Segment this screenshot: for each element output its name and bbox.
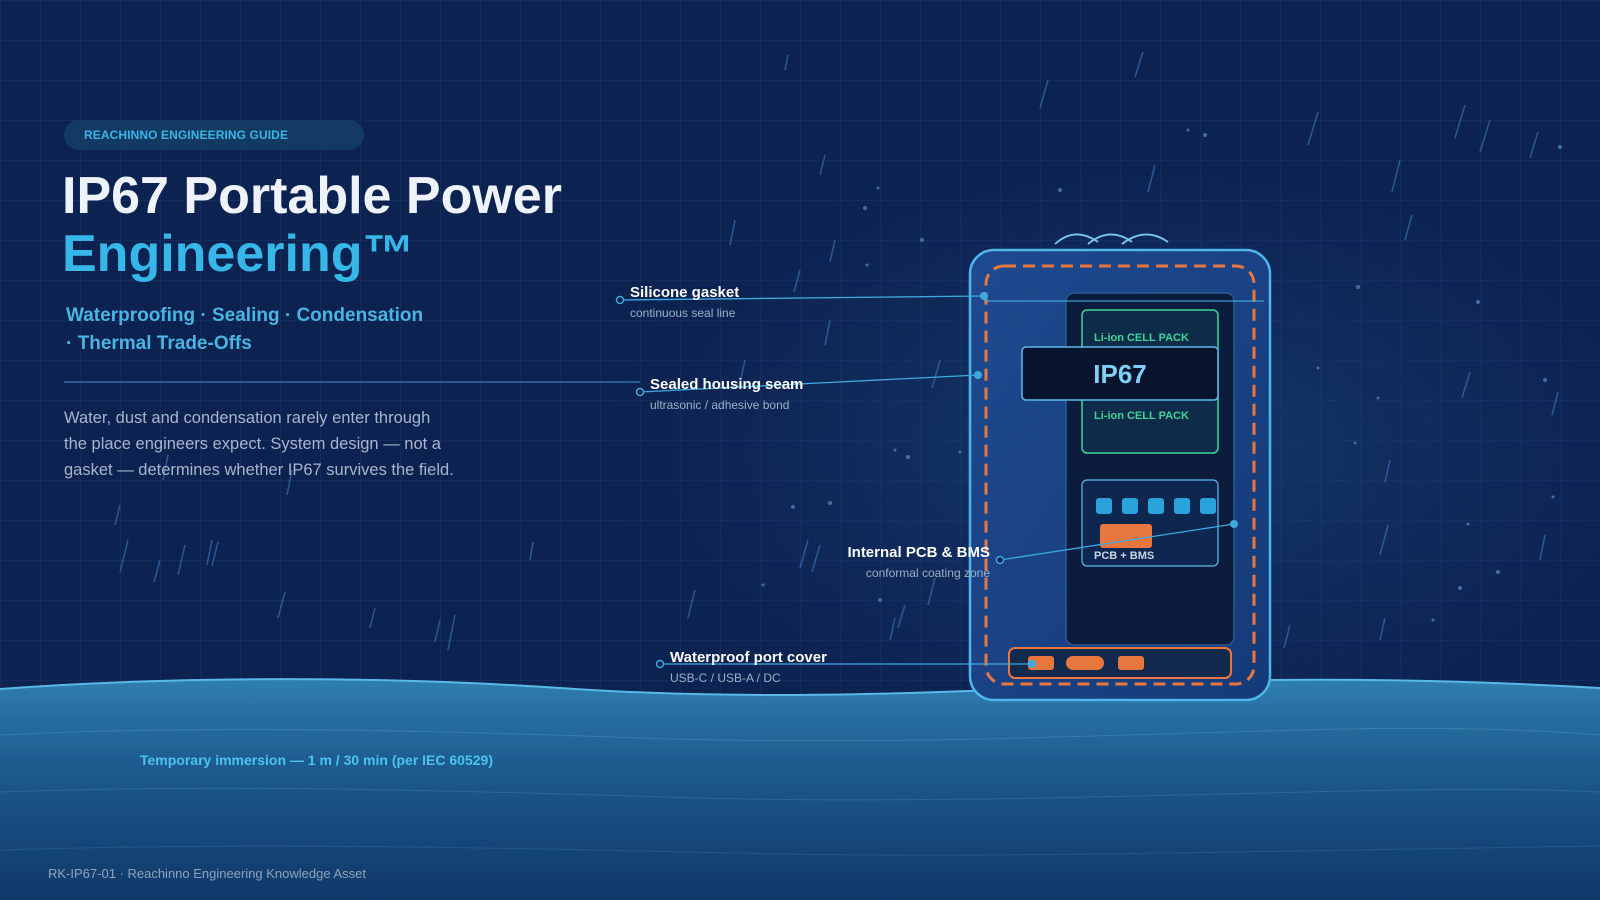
ip67-plate <box>1021 346 1219 401</box>
description-line2: the place engineers expect. System desig… <box>64 435 441 453</box>
waves-icon <box>1054 233 1169 245</box>
page-title-line1: IP67 Portable Power <box>62 167 562 225</box>
callout-lines <box>619 295 1235 665</box>
callout-sub-seam: ultrasonic / adhesive bond <box>650 398 790 412</box>
usb-a-port <box>1066 656 1104 670</box>
callout-title-port: Waterproof port cover <box>670 649 827 666</box>
cell-label-top: Li-ion CELL PACK <box>1094 332 1189 344</box>
callout-title-gasket: Silicone gasket <box>630 284 740 301</box>
callout-sub-port: USB-C / USB-A / DC <box>670 671 781 685</box>
subtitle-line2: · Thermal Trade-Offs <box>66 333 252 354</box>
pcb-label: PCB + BMS <box>1094 550 1155 562</box>
bms-chip <box>1100 524 1152 548</box>
ip67-label: IP67 <box>1093 359 1147 389</box>
footer-text: RK-IP67-01 · Reachinno Engineering Knowl… <box>48 866 366 881</box>
water-surface <box>0 679 1600 900</box>
description-line1: Water, dust and condensation rarely ente… <box>64 409 431 427</box>
description-line3: gasket — determines whether IP67 survive… <box>64 461 454 479</box>
callout-title-pcb: Internal PCB & BMS <box>847 544 990 561</box>
guide-badge: REACHINNO ENGINEERING GUIDE <box>64 120 364 150</box>
page-title-line2: Engineering™ <box>62 225 415 283</box>
pcb-components <box>1096 498 1216 514</box>
immersion-note: Temporary immersion — 1 m / 30 min (per … <box>140 752 493 768</box>
cell-label-bottom: Li-ion CELL PACK <box>1094 410 1189 422</box>
dc-port <box>1118 656 1144 670</box>
sparkle-dots <box>761 128 1562 622</box>
callout-title-seam: Sealed housing seam <box>650 376 804 393</box>
subtitle-line1: Waterproofing · Sealing · Condensation <box>66 305 424 326</box>
callout-sub-gasket: continuous seal line <box>630 306 736 320</box>
silicone-gasket-outline <box>984 264 1256 686</box>
callout-anchors <box>974 292 1238 668</box>
rain-streaks <box>114 51 1559 651</box>
callout-sub-pcb: conformal coating zone <box>865 566 990 580</box>
